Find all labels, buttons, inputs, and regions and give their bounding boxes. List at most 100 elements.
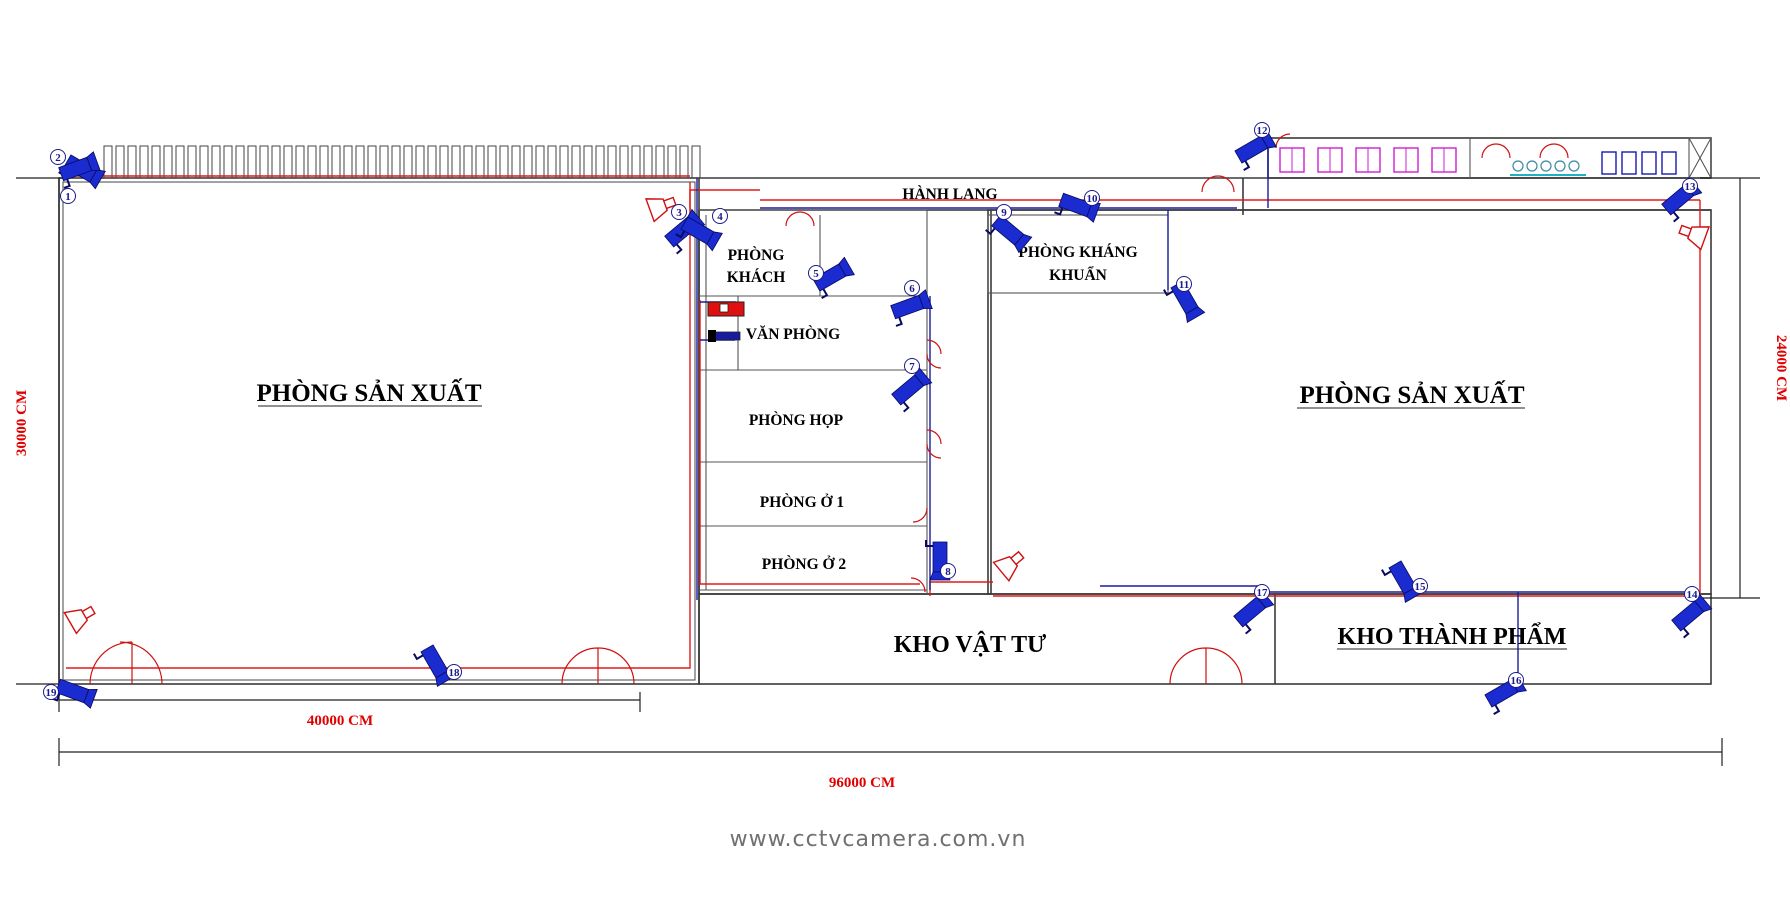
cctv-camera-icon[interactable]: 5 (808, 256, 857, 299)
camera-number: 15 (1415, 581, 1427, 593)
door-swing-icon (597, 647, 635, 685)
room-office: VĂN PHÒNG (746, 326, 840, 343)
dim-total-width: 96000 CM (829, 775, 895, 791)
cctv-camera-icon[interactable]: 18 (413, 642, 462, 689)
speaker-icon (1678, 224, 1711, 251)
camera-number: 17 (1257, 587, 1269, 599)
dimension-labels: 30000 CM 24000 CM 40000 CM 96000 CM (14, 335, 1789, 791)
camera-number-badge (808, 265, 824, 281)
cctv-camera-icon[interactable]: 11 (1163, 276, 1206, 325)
cctv-camera-icon[interactable]: 17 (1230, 584, 1276, 635)
room-corridor: HÀNH LANG (902, 186, 997, 203)
camera-number: 3 (676, 207, 682, 219)
camera-number: 5 (813, 268, 819, 280)
cctv-camera-icon[interactable]: 10 (1054, 190, 1101, 226)
cctv-camera-icon[interactable]: 9 (985, 204, 1033, 256)
camera-number-badge (60, 188, 76, 204)
camera-number-badge (1412, 578, 1428, 594)
door-swing-icon (1553, 143, 1569, 159)
door-swing-icon (1495, 143, 1511, 159)
speaker-icon (992, 550, 1025, 582)
office-equipment (707, 301, 745, 342)
room-antibacterial-line2: KHUẨN (1049, 266, 1107, 284)
door-swing-icon (912, 507, 928, 523)
building-walls (58, 137, 1712, 685)
cctv-camera-icon[interactable]: 16 (1482, 672, 1529, 715)
camera-number: 13 (1685, 181, 1697, 193)
cctv-camera-icon[interactable]: 4 (675, 208, 728, 255)
room-supply-warehouse: KHO VẬT TƯ (894, 632, 1046, 658)
camera-number: 16 (1511, 675, 1523, 687)
dim-left-height: 30000 CM (14, 390, 30, 456)
room-antibacterial-line1: PHÒNG KHÁNG (1018, 244, 1137, 261)
camera-number: 14 (1687, 589, 1699, 601)
camera-number-badge (1176, 276, 1192, 292)
room-living-1: PHÒNG Ở 1 (760, 494, 844, 511)
cctv-camera-icon[interactable]: 12 (1232, 122, 1279, 171)
speakers (63, 196, 1711, 635)
camera-number-badge (904, 358, 920, 374)
door-swing-icon (1539, 143, 1555, 159)
door-swing-icon (119, 641, 163, 685)
door-swing-icon (1275, 133, 1291, 149)
cctv-camera-icon[interactable]: 8 (925, 540, 956, 581)
camera-number: 18 (449, 667, 461, 679)
camera-number-badge (1682, 178, 1698, 194)
room-production-left: PHÒNG SẢN XUẤT (256, 378, 481, 407)
footer-url[interactable]: www.cctvcamera.com.vn (730, 827, 1027, 852)
door-swing-icon (1217, 175, 1235, 193)
camera-number-badge (1254, 122, 1270, 138)
speaker-icon (63, 605, 96, 635)
doors (89, 133, 1569, 685)
door-swing-icon (926, 339, 942, 369)
cctv-camera-icon[interactable]: 15 (1381, 558, 1428, 605)
camera-number-badge (671, 204, 687, 220)
room-living-2: PHÒNG Ở 2 (762, 556, 847, 573)
door-swing-icon (561, 647, 599, 685)
cctv-camera-icon[interactable]: 7 (888, 358, 934, 413)
door-swing-icon (1205, 647, 1243, 685)
room-finished-warehouse: KHO THÀNH PHẨM (1338, 623, 1567, 650)
camera-number-badge (712, 208, 728, 224)
camera-number: 11 (1179, 279, 1189, 291)
camera-number-badge (1684, 586, 1700, 602)
cctv-camera-icon[interactable]: 13 (1658, 176, 1704, 223)
stair-hatch (103, 145, 701, 179)
camera-number: 10 (1087, 193, 1099, 205)
door-swing-icon (89, 641, 133, 685)
room-labels: PHÒNG SẢN XUẤT PHÒNG SẢN XUẤT HÀNH LANG … (256, 186, 1567, 658)
cctv-camera-icon[interactable]: 6 (888, 280, 934, 327)
camera-number: 8 (945, 566, 951, 578)
camera-number: 2 (55, 152, 61, 164)
dimension-lines (16, 177, 1760, 766)
camera-number: 7 (909, 361, 915, 373)
restroom-fixtures (1279, 147, 1677, 176)
camera-number-badge (1084, 190, 1100, 206)
door-swing-icon (799, 211, 815, 227)
speaker-icon (644, 196, 677, 223)
camera-number-badge (1254, 584, 1270, 600)
camera-number: 4 (717, 211, 723, 223)
camera-number-badge (996, 204, 1012, 220)
camera-number: 6 (909, 283, 915, 295)
camera-number: 1 (65, 191, 71, 203)
camera-number: 19 (46, 687, 58, 699)
room-guest-line2: KHÁCH (727, 269, 786, 286)
dim-right-height: 24000 CM (1773, 335, 1789, 401)
door-swing-icon (910, 577, 926, 593)
camera-number-badge (1508, 672, 1524, 688)
cctv-camera-icon[interactable]: 19 (43, 676, 98, 712)
room-meeting: PHÒNG HỌP (749, 412, 844, 429)
interior-partitions (699, 209, 1169, 594)
cctv-camera-icon[interactable]: 2 (50, 149, 102, 189)
cctv-camera-icon[interactable]: 14 (1668, 586, 1714, 639)
room-production-right: PHÒNG SẢN XUẤT (1299, 380, 1524, 409)
camera-number: 12 (1257, 125, 1269, 137)
camera-cabling (66, 142, 1701, 684)
camera-number-badge (43, 684, 59, 700)
door-swing-icon (1481, 143, 1497, 159)
camera-number-badge (50, 149, 66, 165)
door-swing-icon (926, 429, 942, 459)
door-swing-icon (785, 211, 801, 227)
